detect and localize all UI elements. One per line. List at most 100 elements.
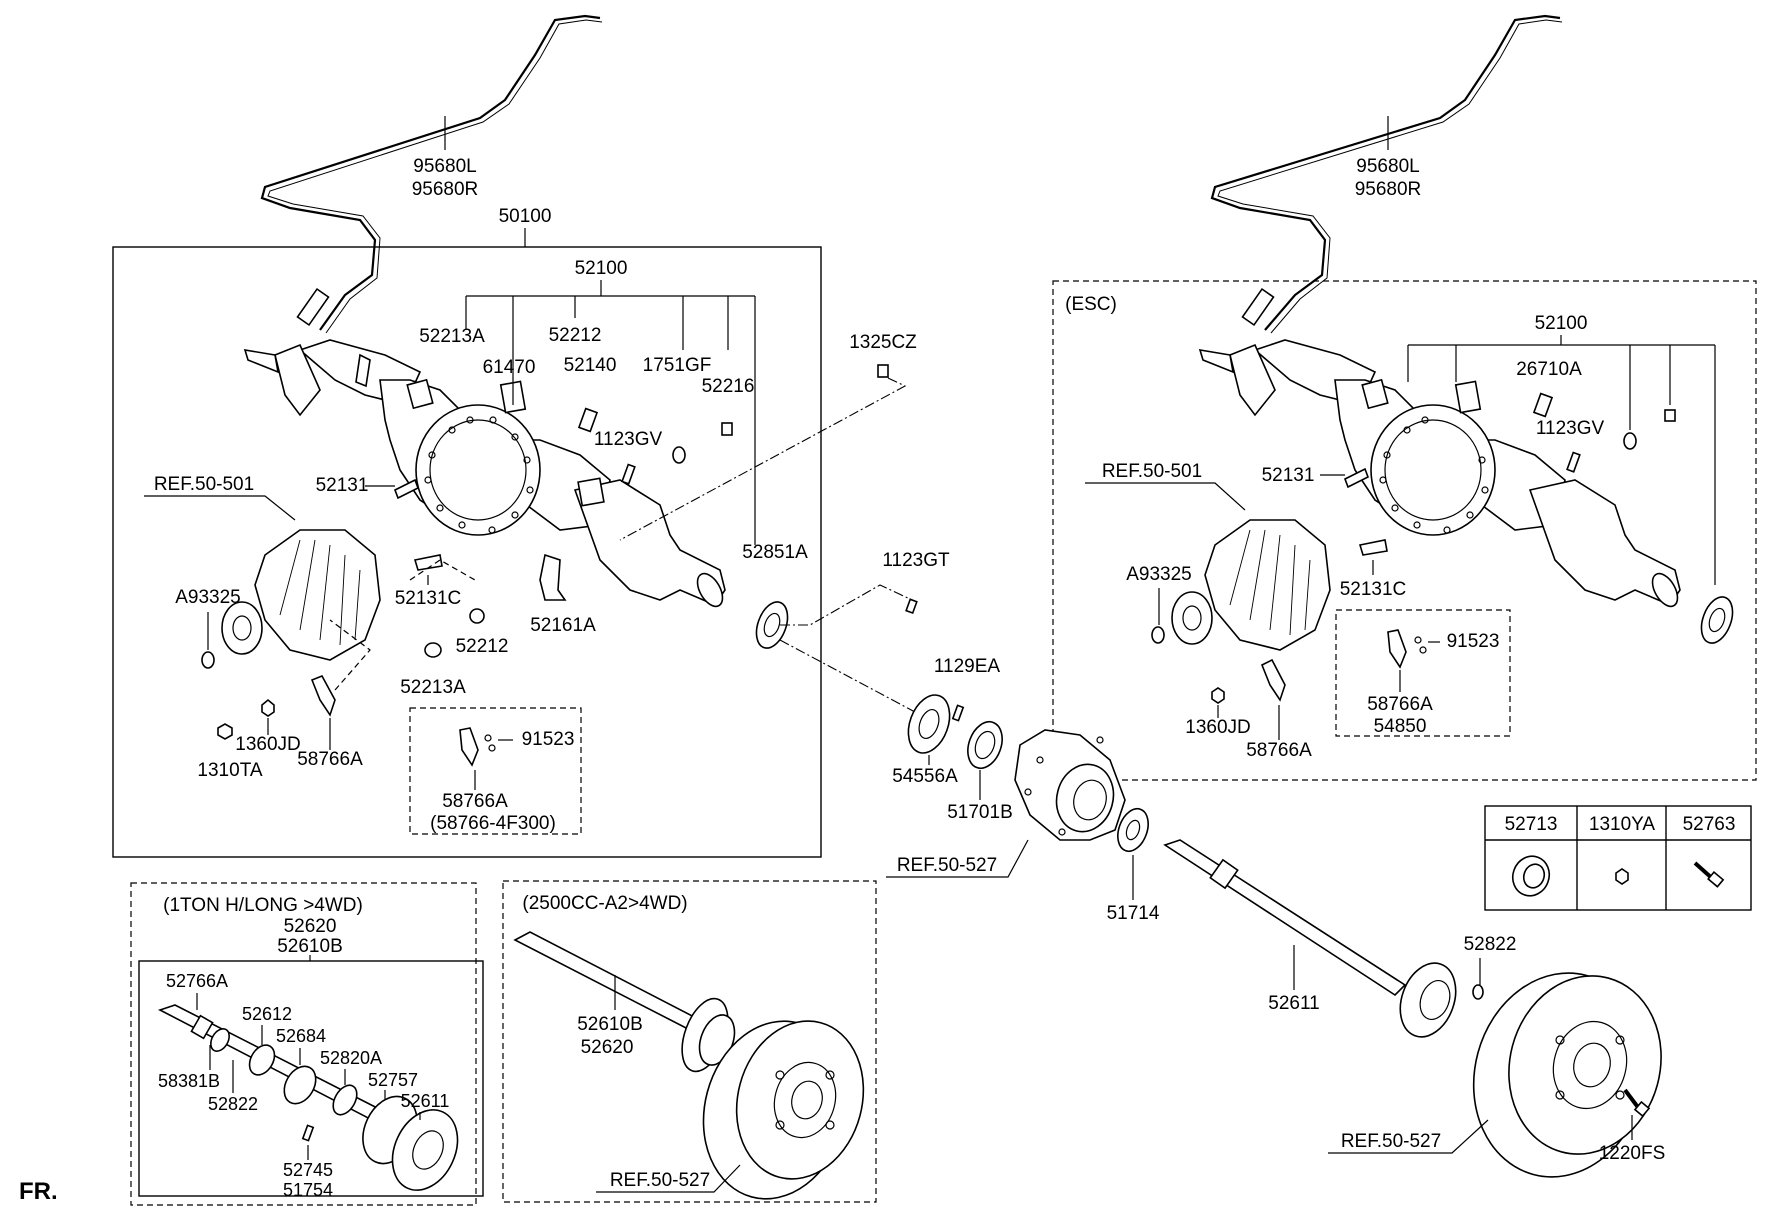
one-ton-p7: 58381B bbox=[158, 1071, 220, 1091]
vent-code-left: 1751GF bbox=[643, 355, 712, 376]
bracket-58766a-code-left: 58766A bbox=[297, 749, 363, 770]
one-ton-p3: 52684 bbox=[276, 1026, 326, 1046]
bolt-52131-code-right: 52131 bbox=[1262, 465, 1315, 486]
bolt-1360jd-right bbox=[1211, 687, 1225, 704]
gasket-54556a bbox=[907, 694, 951, 754]
cable-code-r-right: 95680R bbox=[1355, 179, 1422, 200]
bracket-58766a-left bbox=[310, 619, 371, 717]
bolt-1360jd-code-left: 1360JD bbox=[235, 734, 301, 755]
table-header-52763: 52763 bbox=[1683, 814, 1736, 835]
one-ton-p5: 52757 bbox=[368, 1070, 418, 1090]
one-ton-shaft bbox=[157, 1004, 459, 1191]
seal-52851a-code-left: 52851A bbox=[742, 542, 808, 563]
sub-bracket-left bbox=[459, 727, 496, 767]
sub-bracket-partno-left: (58766-4F300) bbox=[430, 813, 556, 834]
bracket-58766a-right bbox=[1260, 658, 1286, 702]
plug-lower-left bbox=[424, 642, 442, 658]
bolt-52745 bbox=[301, 1124, 315, 1142]
one-ton-p10: 51754 bbox=[283, 1180, 333, 1200]
hub bbox=[1014, 729, 1126, 841]
main-assembly-code: 50100 bbox=[499, 206, 552, 227]
bearing-icon bbox=[1511, 855, 1551, 897]
bolt-1129ea-code: 1129EA bbox=[934, 656, 1001, 677]
carrier-right bbox=[1171, 519, 1331, 651]
sub-bracket-code-right: 58766A bbox=[1367, 694, 1433, 715]
bolt-1220fs-code: 1220FS bbox=[1599, 1143, 1666, 1164]
one-ton-p8: 52822 bbox=[208, 1094, 258, 1114]
sub-bolt-code-right: 91523 bbox=[1447, 631, 1500, 652]
main-assembly-box bbox=[112, 246, 822, 858]
bolt-1123gt-code: 1123GT bbox=[882, 550, 950, 571]
cable-code-r-left: 95680R bbox=[412, 179, 479, 200]
axle-housing-left bbox=[243, 339, 726, 608]
table-header-1310ya: 1310YA bbox=[1589, 814, 1656, 835]
axle-shaft-52611 bbox=[1163, 839, 1457, 1038]
one-ton-p2: 52612 bbox=[242, 1004, 292, 1024]
breather-code-right: 26710A bbox=[1516, 359, 1582, 380]
sub-bracket-right bbox=[1387, 629, 1427, 669]
breather-plug-right bbox=[1532, 392, 1554, 418]
sub-bracket-box-left bbox=[409, 707, 582, 835]
ring-51714-code: 51714 bbox=[1107, 903, 1160, 924]
seal-51701b-code: 51701B bbox=[947, 802, 1013, 823]
one-ton-kit-a: 52620 bbox=[284, 916, 337, 937]
esc-variant-label: (ESC) bbox=[1065, 294, 1117, 315]
clip-left bbox=[539, 553, 567, 601]
vent-ring-right bbox=[1623, 432, 1637, 450]
bolt-top-right bbox=[1664, 409, 1676, 422]
cc2500-variant-label: (2500CC-A2>4WD) bbox=[522, 893, 687, 914]
bolt-1360jd-code-right: 1360JD bbox=[1185, 717, 1251, 738]
ref-carrier-right: REF.50-501 bbox=[1102, 461, 1202, 482]
bolt-1123gv-code-left: 1123GV bbox=[594, 429, 663, 450]
sub-bracket-code-left: 58766A bbox=[442, 791, 508, 812]
nut-icon bbox=[1615, 868, 1629, 885]
ref-carrier-left: REF.50-501 bbox=[154, 474, 254, 495]
bolt-52131-left bbox=[365, 478, 420, 500]
cc2500-shaft bbox=[513, 931, 736, 1073]
parts-table: 52713 1310YA 52763 bbox=[1484, 805, 1752, 911]
bolt-1123gt bbox=[905, 598, 918, 615]
housing-code-left: 52100 bbox=[575, 258, 628, 279]
shaft-52611-code: 52611 bbox=[1268, 993, 1319, 1014]
speed-cable-right bbox=[1210, 14, 1563, 334]
seal-52851a-left bbox=[755, 601, 789, 649]
nut-52822-code: 52822 bbox=[1464, 934, 1517, 955]
one-ton-variant-box bbox=[130, 882, 477, 1206]
esc-variant-box bbox=[1052, 280, 1757, 781]
nut-a93325-code-left: A93325 bbox=[175, 587, 241, 608]
bolt-1129ea bbox=[951, 704, 965, 722]
bolt-52131c-right bbox=[1358, 539, 1388, 556]
clip-code-left: 52161A bbox=[530, 615, 596, 636]
axle-housing-right bbox=[1198, 339, 1681, 608]
cc2500-shaft-a: 52610B bbox=[577, 1014, 643, 1035]
gasket-code-left: 52212 bbox=[549, 325, 602, 346]
bolt-1325cz bbox=[877, 364, 889, 378]
vent-ring-left bbox=[672, 446, 686, 464]
breather-plug-left bbox=[577, 407, 599, 433]
one-ton-inner-box bbox=[138, 960, 484, 1197]
bolt-1123gv-right bbox=[1566, 451, 1581, 473]
bracket-58766a-code-right: 58766A bbox=[1246, 740, 1312, 761]
bolt-52131-right bbox=[1343, 467, 1370, 489]
nut-1310ta-left bbox=[217, 723, 233, 740]
bolt-1220fs bbox=[1623, 1088, 1651, 1118]
housing-code-right: 52100 bbox=[1535, 313, 1588, 334]
front-direction-label: FR. bbox=[19, 1178, 58, 1205]
one-ton-kit-b: 52610B bbox=[277, 936, 343, 957]
sub-bolt-code-left: 91523 bbox=[522, 729, 575, 750]
breather-code-left: 52140 bbox=[564, 355, 617, 376]
nut-a93325-code-right: A93325 bbox=[1126, 564, 1192, 585]
nut-a93325-left bbox=[201, 651, 215, 669]
bolt-icon bbox=[1693, 861, 1725, 888]
bracket-code-left: 61470 bbox=[483, 357, 536, 378]
cc2500-variant-box bbox=[502, 880, 877, 1203]
bolt-52216-code-left: 52216 bbox=[702, 376, 755, 397]
bolt-1325cz-code: 1325CZ bbox=[849, 332, 917, 353]
bolt-52131c-code-right: 52131C bbox=[1340, 579, 1407, 600]
sub-sensor-code-right: 54850 bbox=[1374, 716, 1427, 737]
bolt-52216-left bbox=[721, 422, 733, 436]
plug-lower-code-left: 52213A bbox=[400, 677, 466, 698]
bolt-1123gv-left bbox=[621, 463, 636, 485]
gasket-lower-left bbox=[469, 608, 485, 624]
